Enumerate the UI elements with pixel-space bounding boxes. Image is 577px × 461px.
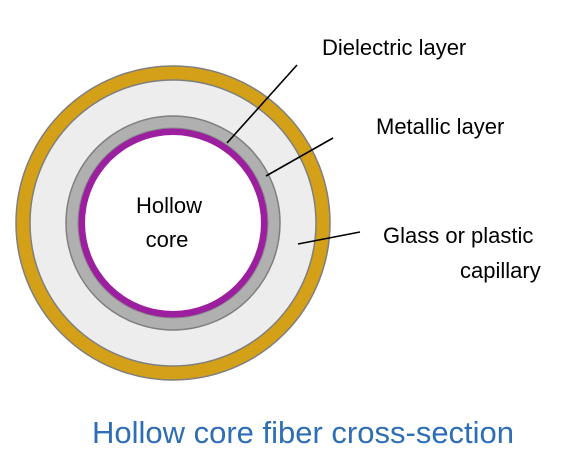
fiber-rings [15, 65, 331, 381]
metallic-leader-line [265, 137, 334, 177]
hollow-core [85, 135, 261, 311]
capillary-leader-line [297, 231, 361, 245]
metallic-layer-label: Metallic layer [376, 114, 504, 139]
diagram-caption: Hollow core fiber cross-section [92, 415, 514, 450]
dielectric-leader-line [226, 64, 298, 144]
capillary-label-line1: Glass or plastic [383, 223, 533, 248]
capillary-label-line2: capillary [460, 258, 541, 283]
dielectric-layer-label: Dielectric layer [322, 35, 466, 60]
core-label-line2: core [146, 227, 189, 252]
core-label-line1: Hollow [136, 193, 202, 218]
